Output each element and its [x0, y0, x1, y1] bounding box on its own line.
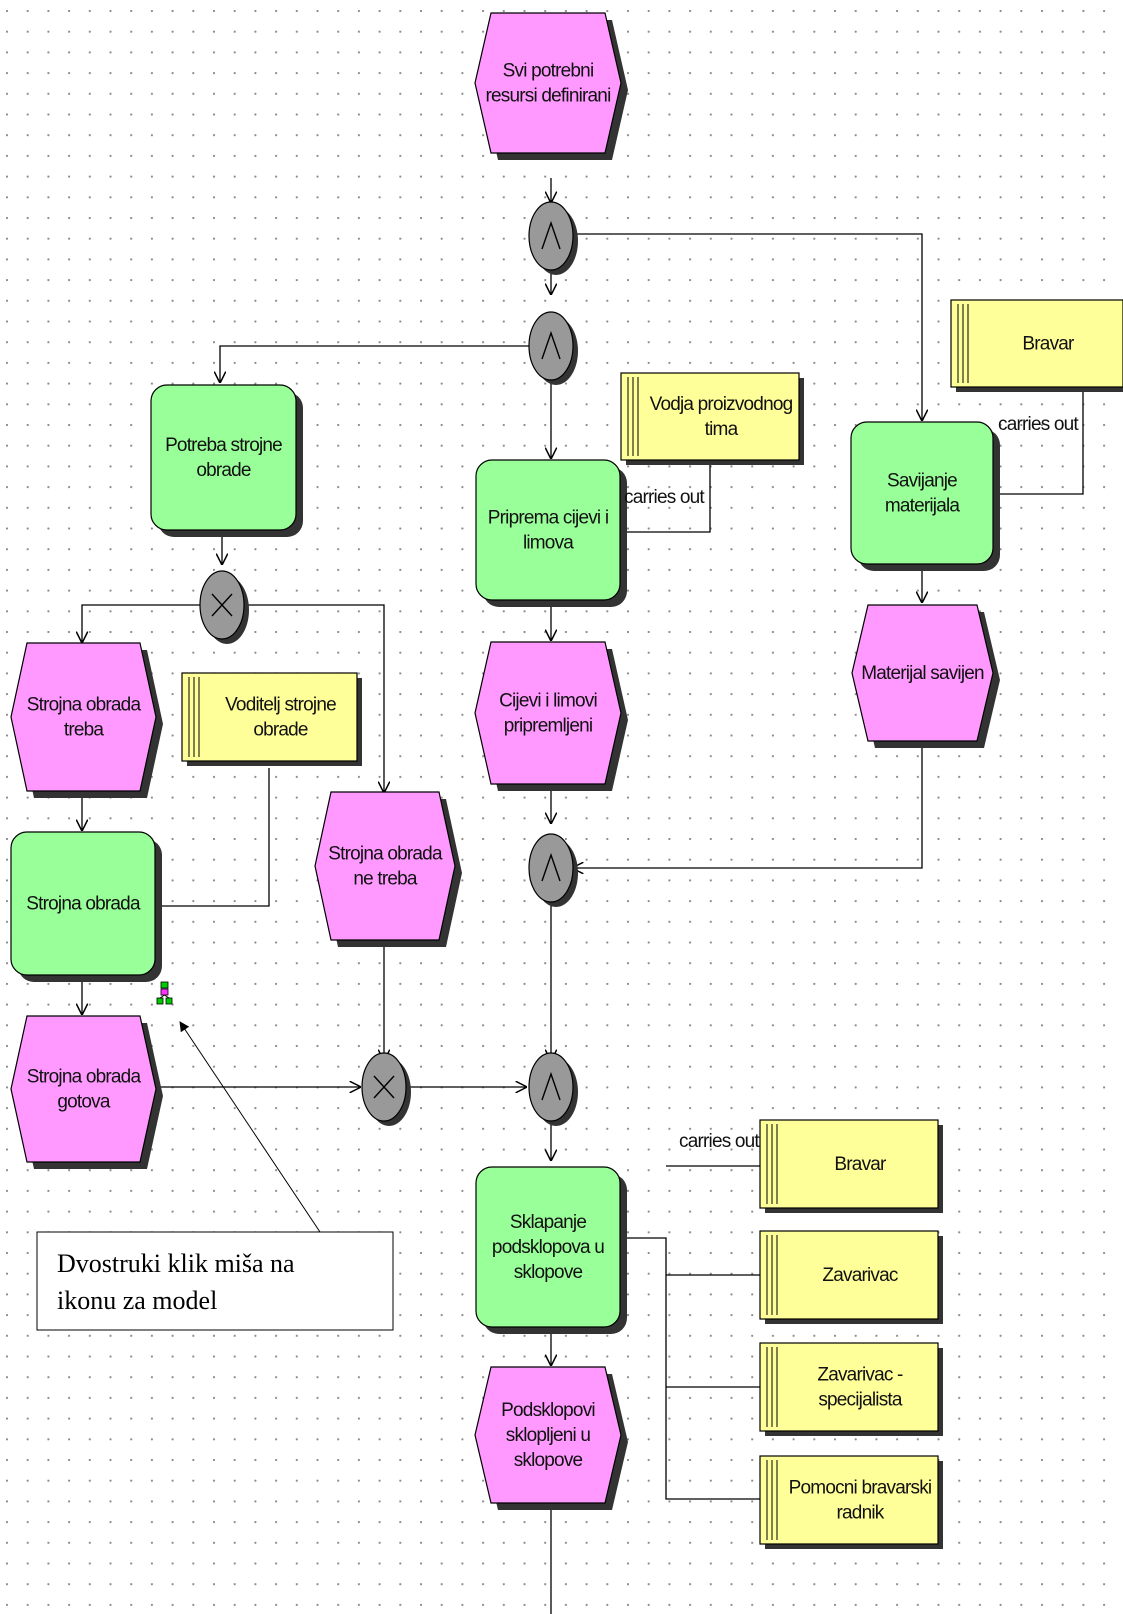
xor-operator-join[interactable] [361, 1052, 411, 1126]
role-zavarivac-spec-label-line: specijalista [818, 1390, 903, 1411]
function-strojna-obrada-label-line: Strojna obrada [26, 894, 141, 915]
annotation-callout: Dvostruki klik miša na ikonu za model [36, 1231, 394, 1331]
event-podsklopovi-sklopljeni-label-line: sklopljeni u [506, 1425, 591, 1446]
event-strojna-ne-treba[interactable]: Strojna obrada ne treba [314, 791, 462, 947]
function-sklapanje[interactable]: Sklapanje podsklopova u sklopove [475, 1166, 627, 1334]
model-link-icon[interactable] [156, 981, 173, 1005]
carries-out-label-sklapanje: carries out [679, 1131, 760, 1152]
and-symbol-icon [541, 1071, 561, 1101]
function-savijanje-label-line: materijala [885, 496, 961, 517]
event-strojna-gotova[interactable]: Strojna obrada gotova [10, 1015, 163, 1169]
function-priprema[interactable]: Priprema cijevi i limova [475, 459, 627, 607]
function-priprema-label-line: limova [523, 533, 574, 554]
role-bravar-bottom[interactable]: Bravar [759, 1119, 943, 1213]
function-savijanje[interactable]: Savijanje materijala [850, 421, 1000, 571]
role-pomocni[interactable]: Pomocni bravarski radnik [759, 1455, 943, 1549]
role-voditelj[interactable]: Voditelj strojne obrade [181, 672, 362, 766]
event-strojna-gotova-label-line: gotova [57, 1092, 110, 1113]
role-vodja[interactable]: Vodja proizvodnog tima [620, 372, 804, 465]
event-cijevi-pripremljeni[interactable]: Cijevi i limovi pripremljeni [474, 641, 628, 791]
role-link [620, 1237, 760, 1500]
and-operator-split-main[interactable] [528, 311, 578, 385]
role-bravar-bottom-label-line: Bravar [834, 1154, 887, 1175]
function-potreba-strojne-label-line: obrade [196, 460, 251, 481]
event-strojna-treba[interactable]: Strojna obrada treba [10, 642, 163, 798]
function-strojna-obrada[interactable]: Strojna obrada [10, 831, 162, 982]
role-zavarivac-spec[interactable]: Zavarivac - specijalista [759, 1342, 943, 1436]
role-zavarivac-spec-label-line: Zavarivac - [817, 1365, 903, 1386]
event-cijevi-pripremljeni-label-line: pripremljeni [504, 716, 593, 737]
xor-operator-split[interactable] [199, 570, 249, 644]
role-bravar-top[interactable]: Bravar [950, 299, 1123, 392]
event-svi-resursi-label-line: Svi potrebni [503, 61, 594, 82]
function-priprema-label-line: Priprema cijevi i [488, 508, 609, 529]
function-sklapanje-label-line: Sklapanje [510, 1212, 586, 1233]
function-sklapanje-label-line: podsklopova u [492, 1237, 604, 1258]
annotation-arrow [179, 1021, 321, 1233]
role-pomocni-label-line: Pomocni bravarski [789, 1478, 932, 1499]
and-symbol-icon [541, 852, 561, 882]
event-strojna-treba-label-line: treba [64, 720, 105, 741]
role-link [155, 768, 270, 907]
annotation-line-2: ikonu za model [57, 1286, 217, 1315]
connector [82, 604, 200, 642]
event-materijal-savijen[interactable]: Materijal savijen [851, 604, 1000, 748]
function-potreba-strojne-label-line: Potreba strojne [165, 435, 282, 456]
xor-symbol-icon [211, 593, 233, 617]
and-operator-join-bottom[interactable] [528, 1052, 578, 1126]
role-link [992, 387, 1084, 495]
event-svi-resursi[interactable]: Svi potrebni resursi definirani [474, 12, 628, 160]
role-pomocni-label-line: radnik [837, 1503, 885, 1524]
connector [220, 345, 530, 382]
function-potreba-strojne[interactable]: Potreba strojne obrade [150, 384, 303, 537]
function-savijanje-label-line: Savijanje [887, 471, 957, 492]
connector [573, 740, 923, 868]
connections [82, 178, 1084, 1614]
operator-nodes [199, 201, 578, 1126]
role-zavarivac[interactable]: Zavarivac [759, 1230, 943, 1324]
role-vodja-label-line: tima [705, 419, 739, 440]
connector [572, 233, 922, 420]
role-link [620, 460, 711, 533]
event-strojna-ne-treba-label-line: ne treba [353, 869, 418, 890]
and-symbol-icon [541, 220, 561, 250]
event-podsklopovi-sklopljeni-label-line: sklopove [514, 1450, 583, 1471]
and-operator-split-top[interactable] [528, 201, 578, 275]
event-cijevi-pripremljeni-label-line: Cijevi i limovi [499, 691, 597, 712]
connector [244, 604, 384, 792]
event-strojna-treba-label-line: Strojna obrada [27, 695, 142, 716]
role-zavarivac-label-line: Zavarivac [822, 1265, 897, 1286]
event-svi-resursi-label-line: resursi definirani [486, 86, 611, 107]
event-podsklopovi-sklopljeni-label-line: Podsklopovi [501, 1400, 595, 1421]
role-voditelj-label-line: Voditelj strojne [225, 695, 336, 716]
and-symbol-icon [541, 330, 561, 360]
role-vodja-label-line: Vodja proizvodnog [650, 394, 793, 415]
xor-symbol-icon [373, 1075, 395, 1099]
event-strojna-ne-treba-label-line: Strojna obrada [328, 844, 443, 865]
function-sklapanje-label-line: sklopove [514, 1262, 583, 1283]
role-voditelj-label-line: obrade [253, 720, 308, 741]
and-operator-join-middle[interactable] [528, 833, 578, 907]
event-strojna-gotova-label-line: Strojna obrada [27, 1067, 142, 1088]
annotation-line-1: Dvostruki klik miša na [57, 1249, 295, 1278]
role-bravar-top-label-line: Bravar [1022, 334, 1075, 355]
carries-out-label-vodja: carries out [624, 487, 705, 508]
carries-out-label-bravar: carries out [998, 414, 1079, 435]
event-podsklopovi-sklopljeni[interactable]: Podsklopovi sklopljeni u sklopove [474, 1366, 628, 1510]
event-materijal-savijen-label-line: Materijal savijen [861, 663, 984, 684]
